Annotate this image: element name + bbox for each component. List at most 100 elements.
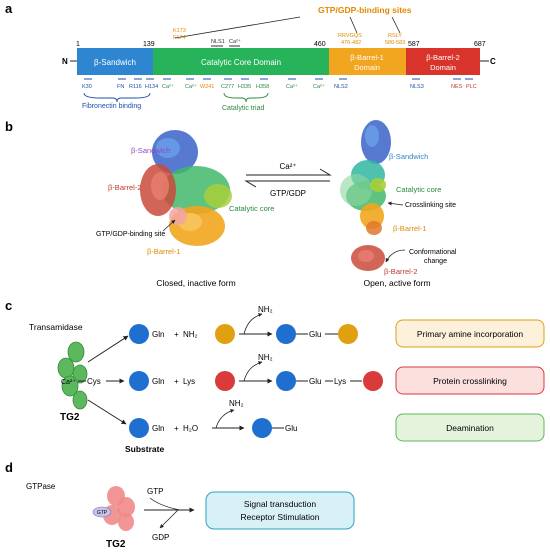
open-beta-sandwich-label: β-Sandwich [389, 152, 428, 161]
closed-form-protein [140, 130, 232, 246]
transamidase-title: Transamidase [29, 322, 83, 332]
tg2-enzyme-illustration [57, 341, 88, 410]
pos-687: 687 [474, 41, 486, 48]
panel-d-label: d [5, 460, 13, 475]
crosslinking-result-box [395, 366, 545, 395]
h134-label: H134 [145, 84, 158, 90]
w241-label: W241 [200, 84, 214, 90]
closed-beta-barrel-1-label: β-Barrel-1 [147, 247, 181, 256]
ca3-label: Ca²⁺ [286, 83, 298, 90]
closed-beta-sandwich-label: β-Sandwich [131, 146, 170, 155]
beta-barrel-1-label-2: Domain [354, 63, 380, 72]
nes-label: NES [451, 84, 463, 90]
r1-amine-product-circle [338, 324, 358, 344]
pos-1: 1 [76, 41, 80, 48]
closed-catalytic-core-label: Catalytic core [229, 204, 274, 213]
r1-plus: + [174, 330, 179, 339]
deamination-result-box [395, 413, 545, 442]
substrate-label: Substrate [125, 444, 164, 454]
gdp-out-curve [159, 509, 179, 529]
r2-lys-link: Lys [334, 377, 346, 386]
eq-forward-arrow [246, 168, 332, 176]
r2-product-circle [276, 371, 296, 391]
open-beta-barrel-2-label: β-Barrel-2 [384, 267, 418, 276]
branch-arrow-1 [87, 335, 129, 363]
closed-form-caption: Closed, inactive form [156, 278, 235, 288]
r1-glu: Glu [309, 330, 321, 339]
r2-substrate-circle [129, 371, 149, 391]
branch-arrow-3 [87, 399, 127, 425]
signal-transduction-box [205, 491, 355, 530]
crosslinking-result: Protein crosslinking [433, 376, 507, 386]
h335-label: H335 [238, 84, 251, 90]
closed-gtp-site-label: GTP/GDP-binding site [96, 231, 165, 238]
r3-glu: Glu [285, 424, 297, 433]
plc-label: PLC [466, 84, 477, 90]
fn-label: FN [117, 84, 124, 90]
primary-amine-result-box [395, 319, 545, 348]
rsly-range: 580-583 [385, 40, 405, 46]
nls3-label: NLS3 [410, 84, 424, 90]
signal-transduction-label: Signal transduction [244, 499, 317, 509]
rsly-label: RSLY [388, 33, 402, 39]
gtp-leader-left [174, 16, 301, 39]
deamination-result: Deamination [446, 423, 494, 433]
catalytic-triad-label: Catalytic triad [222, 105, 265, 112]
gtp-badge-label: GTP [97, 510, 108, 516]
cys-label: Cys [87, 377, 101, 386]
equilibrium-gtp-label: GTP/GDP [270, 189, 306, 198]
panel-c-label: c [5, 298, 12, 313]
beta-barrel-2-domain [406, 48, 480, 75]
open-beta-barrel-1-label: β-Barrel-1 [393, 224, 427, 233]
r1-gln: Gln [152, 330, 164, 339]
h358-label: H358 [256, 84, 269, 90]
ca4-label: Ca²⁺ [313, 83, 325, 90]
r1-product-circle [276, 324, 296, 344]
open-form-caption: Open, active form [363, 278, 430, 288]
open-crosslinking-label: Crosslinking site [405, 202, 456, 209]
rrvgqs-label: RRVGQS [338, 33, 362, 39]
ca-top-label: Ca²⁺ [229, 38, 241, 45]
gtp-leader-mid [349, 16, 358, 34]
tg2-label-d: TG2 [106, 539, 126, 550]
r3-substrate-circle [129, 418, 149, 438]
gtp-badge [92, 506, 112, 518]
eq-reverse-arrow [244, 180, 330, 188]
r3-reagent: H₂O [183, 424, 198, 433]
c-terminus: C [490, 57, 496, 66]
open-catalytic-core-label: Catalytic core [396, 185, 441, 194]
r2-nh2-out: NH₂ [258, 353, 273, 362]
c277-label: C277 [221, 84, 234, 90]
nls1-label: NLS1 [211, 39, 225, 45]
ca2-label: Ca²⁺ [185, 83, 197, 90]
beta-barrel-1-domain [329, 48, 406, 75]
catalytic-core-domain [153, 48, 329, 75]
r1-nh2-release [243, 313, 263, 335]
r3-plus: + [174, 424, 179, 433]
r116-label: R116 [129, 84, 142, 90]
conformational-change-label-2: change [424, 258, 447, 265]
r1-reagent: NH₂ [183, 330, 198, 339]
tg2-label-c: TG2 [60, 412, 80, 423]
beta-barrel-2-label: β-Barrel-2 [426, 53, 460, 62]
fibronectin-binding-label: Fibronectin binding [82, 103, 141, 110]
primary-amine-result: Primary amine incorporation [417, 329, 524, 339]
tg2-gtp-illustration [103, 486, 135, 531]
r2-reagent: Lys [183, 377, 195, 386]
receptor-stimulation-label: Receptor Stimulation [241, 512, 320, 522]
r1-nh2-out: NH₂ [258, 305, 273, 314]
conformational-change-arrow [385, 249, 406, 263]
r2-gln: Gln [152, 377, 164, 386]
r3-product-circle [252, 418, 272, 438]
f174-label: F174 [173, 35, 186, 41]
pos-460: 460 [314, 41, 326, 48]
k30-label: K30 [82, 84, 92, 90]
beta-barrel-2-label-2: Domain [430, 63, 456, 72]
r2-glu: Glu [309, 377, 321, 386]
r3-gln: Gln [152, 424, 164, 433]
panel-b-label: b [5, 119, 13, 134]
gtp-in-curve [149, 497, 181, 511]
rrvgqs-range: 476-482 [341, 40, 361, 46]
crosslinking-pointer [387, 201, 404, 206]
